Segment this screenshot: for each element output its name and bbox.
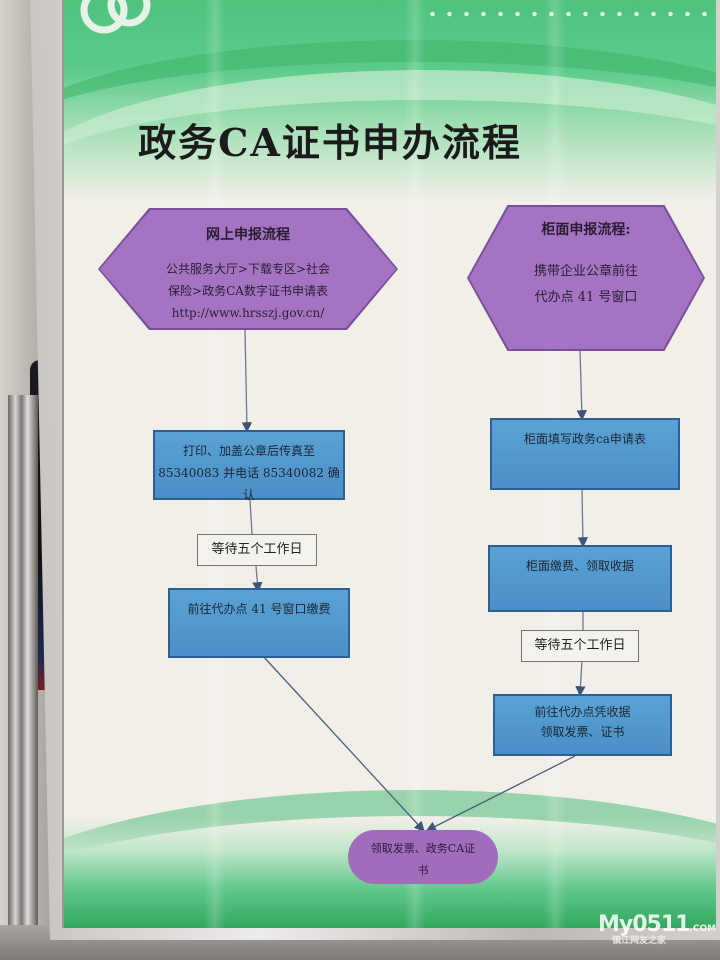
watermark-logo: My0511 (598, 912, 690, 937)
glare (404, 0, 426, 928)
dot-pattern (424, 10, 716, 18)
online-flow-header: 网上申报流程 公共服务大厅>下载专区>社会 保险>政务CA数字证书申请表 htt… (100, 210, 396, 328)
online-step-fax-line2: 85340083 并电话 85340082 确认 (158, 466, 340, 502)
page-title: 政务CA证书申办流程 (138, 120, 522, 165)
online-step-pay: 前往代办点 41 号窗口缴费 (168, 588, 350, 658)
counter-step-collect: 前往代办点凭收据 领取发票、证书 (493, 694, 672, 756)
online-step-fax: 打印、加盖公章后传真至 85340083 并电话 85340082 确认 (153, 430, 345, 502)
counter-step-collect-line1: 前往代办点凭收据 (534, 705, 631, 719)
counter-flow-title: 柜面申报流程: (541, 222, 631, 238)
counter-header-line1: 携带企业公章前往 (533, 264, 638, 279)
online-url: http://www.hrsszj.gov.cn/ (171, 306, 325, 320)
counter-header-line2: 代办点 41 号窗口 (534, 290, 638, 305)
watermark-subtitle: 镇江网友之家 (612, 936, 667, 946)
counter-flow-header: 柜面申报流程: 携带企业公章前往 代办点 41 号窗口 (469, 207, 703, 349)
online-path-line2: 保险>政务CA数字证书申请表 (168, 284, 328, 298)
final-step-collect-certificate: 领取发票、政务CA证 书 (348, 830, 498, 884)
counter-step-pay: 柜面缴费、领取收据 (488, 545, 672, 612)
online-step-fax-line1: 打印、加盖公章后传真至 (182, 444, 315, 458)
site-watermark: My0511.COM 镇江网友之家 (598, 912, 718, 946)
rings-logo-icon (80, 0, 151, 34)
counter-step-fill-form: 柜面填写政务ca申请表 (490, 418, 680, 490)
online-wait-box: 等待五个工作日 (197, 534, 317, 566)
counter-step-collect-line2: 领取发票、证书 (540, 725, 625, 739)
counter-wait-box: 等待五个工作日 (521, 630, 639, 662)
watermark-com: .COM (689, 924, 717, 934)
stand-pole (8, 395, 38, 960)
final-line2: 书 (417, 864, 429, 877)
online-flow-title: 网上申报流程 (206, 227, 290, 243)
final-line1: 领取发票、政务CA证 (370, 842, 476, 855)
online-path-line1: 公共服务大厅>下载专区>社会 (165, 262, 331, 276)
